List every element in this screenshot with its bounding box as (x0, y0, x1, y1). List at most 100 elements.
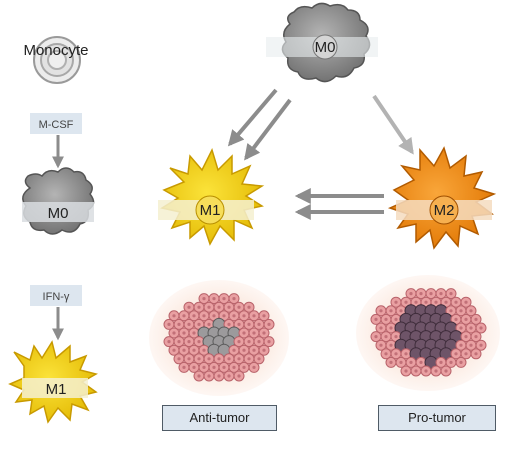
m2-label: M2 (434, 202, 455, 219)
tumor-cell-nucleus (257, 357, 261, 361)
monocyte-cell (33, 36, 81, 84)
tumor-cell-nucleus (212, 314, 216, 318)
tumor-cell-nucleus (424, 369, 428, 373)
pro-tumor-cluster (356, 275, 500, 391)
tumor-cell-nucleus (182, 348, 186, 352)
tumor-cell-nucleus (474, 335, 478, 339)
tumor-cell-nucleus (197, 357, 201, 361)
tumor-cell-nucleus (384, 317, 388, 321)
pro-tumor-label: Pro-tumor (378, 405, 496, 431)
tumor-cell-nucleus (197, 374, 201, 378)
tumor-cell-nucleus (474, 352, 478, 356)
tumor-cell-nucleus (227, 374, 231, 378)
tumor-cell-nucleus (227, 357, 231, 361)
tumor-cell-nucleus (257, 340, 261, 344)
tumor-cell-nucleus (177, 357, 181, 361)
tumor-cell-nucleus (177, 322, 181, 326)
tumor-cell-nucleus (197, 305, 201, 309)
tumor-cell-nucleus (212, 297, 216, 301)
tumor-cell-nucleus (222, 297, 226, 301)
tumor-cell-nucleus (182, 331, 186, 335)
tumor-cell-nucleus (247, 340, 251, 344)
tumor-cell-nucleus (207, 374, 211, 378)
tumor-cell-nucleus (187, 305, 191, 309)
tumor-cell-nucleus (459, 309, 463, 313)
tumor-cell-nucleus (267, 340, 271, 344)
tumor-cell-nucleus (459, 360, 463, 364)
tumor-cell-nucleus (207, 357, 211, 361)
tumor-cell-nucleus (469, 326, 473, 330)
tumor-cell-nucleus (172, 314, 176, 318)
tumor-cell-nucleus (262, 348, 266, 352)
tumor-cell-nucleus (232, 297, 236, 301)
tumor-cell-nucleus (409, 360, 413, 364)
tumor-cell-nucleus (202, 365, 206, 369)
tumor-cell-nucleus (227, 322, 231, 326)
tumor-cell-nucleus (454, 317, 458, 321)
tumor-cell-nucleus (464, 300, 468, 304)
tumor-cell-nucleus (414, 369, 418, 373)
tumor-cell-nucleus (232, 348, 236, 352)
tumor-cell-nucleus (237, 374, 241, 378)
arrow-m0-to-m2 (372, 94, 414, 155)
tumor-cell-nucleus (252, 365, 256, 369)
tumor-cell-nucleus (449, 309, 453, 313)
tumor-cell-nucleus (197, 322, 201, 326)
tumor-cell-nucleus (464, 335, 468, 339)
tumor-cell-nucleus (419, 292, 423, 296)
tumor-cell-nucleus (202, 314, 206, 318)
tumor-cell-nucleus (404, 369, 408, 373)
m1-cell-left (8, 340, 98, 424)
tumor-cell-nucleus (192, 314, 196, 318)
tumor-cell-nucleus (394, 335, 398, 339)
tumor-cell-nucleus (464, 317, 468, 321)
tumor-cell-nucleus (227, 305, 231, 309)
tumor-cell-nucleus (247, 322, 251, 326)
tumor-cell-nucleus (374, 317, 378, 321)
tumor-cell-nucleus (242, 348, 246, 352)
tumor-cell-nucleus (207, 322, 211, 326)
tumor-cell-nucleus (237, 357, 241, 361)
tumor-cell-nucleus (384, 335, 388, 339)
tumor-cell-nucleus (247, 305, 251, 309)
tumor-cell-nucleus (202, 348, 206, 352)
ifng-box (30, 285, 82, 306)
tumor-cell-nucleus (389, 343, 393, 347)
tumor-cell-nucleus (232, 365, 236, 369)
tumor-cell-nucleus (242, 314, 246, 318)
tumor-cell-nucleus (459, 326, 463, 330)
anti-tumor-cluster (149, 280, 289, 396)
m0-cell-top (266, 2, 378, 83)
tumor-cell-nucleus (217, 374, 221, 378)
tumor-cell-nucleus (172, 331, 176, 335)
tumor-cell-nucleus (232, 314, 236, 318)
tumor-cell-nucleus (182, 314, 186, 318)
tumor-cell-nucleus (187, 357, 191, 361)
mcsf-box (30, 113, 82, 134)
tumor-cell-nucleus (469, 309, 473, 313)
tumor-cell-nucleus (242, 331, 246, 335)
tumor-cell-nucleus (444, 300, 448, 304)
tumor-cell-nucleus (389, 309, 393, 313)
tumor-cell-nucleus (449, 360, 453, 364)
tumor-cell-nucleus (424, 300, 428, 304)
tumor-cell-nucleus (172, 348, 176, 352)
tumor-cell-nucleus (242, 365, 246, 369)
tumor-cell-nucleus (167, 322, 171, 326)
m2-cell (387, 146, 497, 250)
tumor-cell-nucleus (379, 309, 383, 313)
arrow-m0-to-m1-b (244, 98, 292, 161)
tumor-cell-nucleus (379, 326, 383, 330)
tumor-cell-nucleus (252, 348, 256, 352)
tumor-cell-nucleus (267, 322, 271, 326)
tumor-cell-nucleus (262, 331, 266, 335)
tumor-cell-nucleus (167, 340, 171, 344)
tumor-cell-nucleus (237, 340, 241, 344)
monocyte-label: Monocyte (23, 42, 88, 59)
tumor-cell-nucleus (237, 322, 241, 326)
tumor-cell-nucleus (389, 360, 393, 364)
m0-top-label: M0 (315, 39, 336, 56)
tumor-cell-nucleus (479, 343, 483, 347)
